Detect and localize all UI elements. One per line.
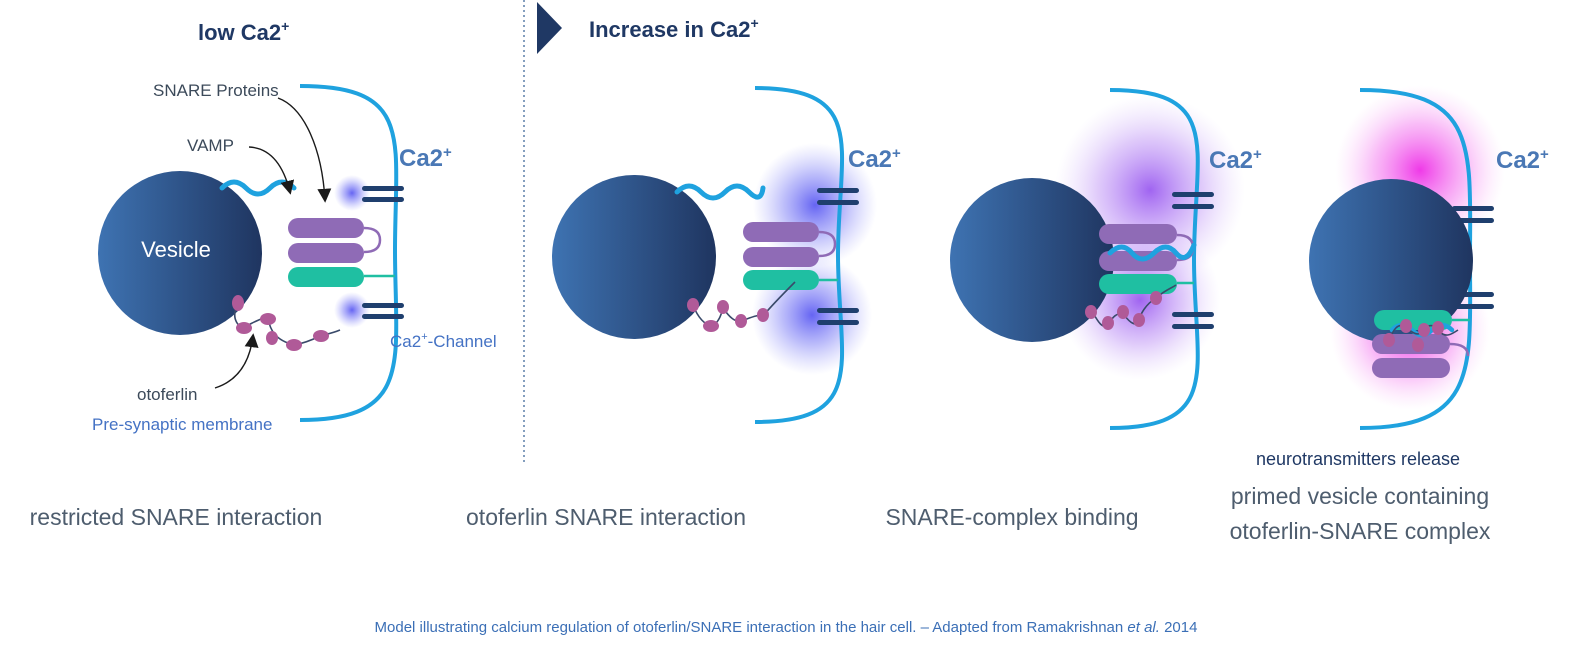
- panel-restricted: Vesicle Ca2+ SNARE Proteins VAMP Ca2+-Ch…: [92, 81, 497, 434]
- ca-label: Ca2+: [1209, 146, 1262, 174]
- footer-year: 2014: [1160, 619, 1198, 636]
- caption-snare-complex: SNARE-complex binding: [836, 500, 1188, 535]
- caption-restricted: restricted SNARE interaction: [0, 500, 352, 535]
- ca-glow: [334, 292, 370, 328]
- ca-glow: [334, 175, 370, 211]
- vesicle: [552, 175, 716, 339]
- snare-proteins-label: SNARE Proteins: [153, 81, 279, 100]
- panel-primed-vesicle: Ca2+ neurotransmitters release: [1256, 85, 1549, 469]
- ca-label: Ca2+: [1496, 146, 1549, 174]
- snare-proteins: [743, 222, 838, 290]
- vamp-label: VAMP: [187, 136, 234, 155]
- otoferlin-label: otoferlin: [137, 385, 197, 404]
- footer-text: Model illustrating calcium regulation of…: [375, 619, 1128, 636]
- heading-low-ca: low Ca2+: [198, 18, 289, 45]
- footer-italic: et al.: [1127, 619, 1160, 636]
- caption-primed-line2: otoferlin-SNARE complex: [1180, 514, 1540, 549]
- membrane-label: Pre-synaptic membrane: [92, 415, 272, 434]
- heading-increase-ca: Increase in Ca2+: [589, 15, 759, 42]
- ca-label: Ca2+: [399, 144, 452, 172]
- vamp: [677, 186, 763, 198]
- caption-otoferlin-snare: otoferlin SNARE interaction: [430, 500, 782, 535]
- caption-primed-line1: primed vesicle containing: [1180, 479, 1540, 514]
- increase-arrow-icon: [537, 2, 562, 54]
- ca-label: Ca2+: [848, 145, 901, 173]
- ca-channel-label: Ca2+-Channel: [390, 331, 497, 351]
- panel-snare-complex: Ca2+: [950, 90, 1262, 428]
- figure-footer: Model illustrating calcium regulation of…: [0, 619, 1572, 636]
- panel-otoferlin-snare: Ca2+: [552, 88, 901, 422]
- vesicle-label: Vesicle: [141, 237, 211, 262]
- otoferlin-arrow: [215, 336, 253, 388]
- otoferlin: [232, 295, 340, 351]
- snare-proteins: [288, 218, 395, 287]
- release-label: neurotransmitters release: [1256, 449, 1460, 469]
- caption-primed-vesicle: primed vesicle containing otoferlin-SNAR…: [1180, 479, 1540, 549]
